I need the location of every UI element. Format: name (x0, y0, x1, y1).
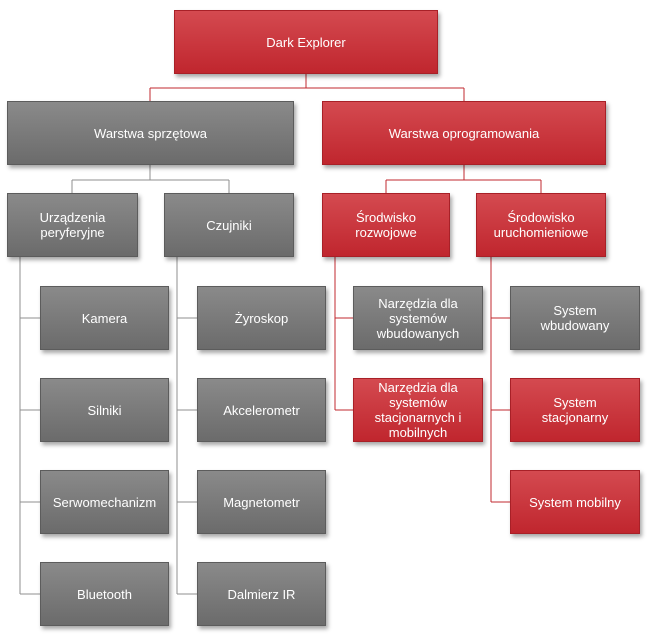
node-dev-tool-item: Narzędzia dla systemów wbudowanych (353, 286, 483, 350)
node-runtime-item: System mobilny (510, 470, 640, 534)
node-root: Dark Explorer (174, 10, 438, 74)
node-software-layer: Warstwa oprogramowania (322, 101, 606, 165)
node-sensor-item: Dalmierz IR (197, 562, 326, 626)
node-runtime-environment: Środowisko uruchomieniowe (476, 193, 606, 257)
node-peripheral-item: Bluetooth (40, 562, 169, 626)
node-sensor-item: Akcelerometr (197, 378, 326, 442)
node-sensor-item: Żyroskop (197, 286, 326, 350)
node-sensor-item: Magnetometr (197, 470, 326, 534)
node-peripheral-item: Kamera (40, 286, 169, 350)
node-hardware-layer: Warstwa sprzętowa (7, 101, 294, 165)
node-peripheral-item: Silniki (40, 378, 169, 442)
node-dev-environment: Środwisko rozwojowe (322, 193, 450, 257)
node-dev-tool-item: Narzędzia dla systemów stacjonarnych i m… (353, 378, 483, 442)
node-runtime-item: System stacjonarny (510, 378, 640, 442)
node-runtime-item: System wbudowany (510, 286, 640, 350)
node-peripheral-item: Serwomechanizm (40, 470, 169, 534)
node-sensors: Czujniki (164, 193, 294, 257)
node-peripherals: Urządzenia peryferyjne (7, 193, 138, 257)
